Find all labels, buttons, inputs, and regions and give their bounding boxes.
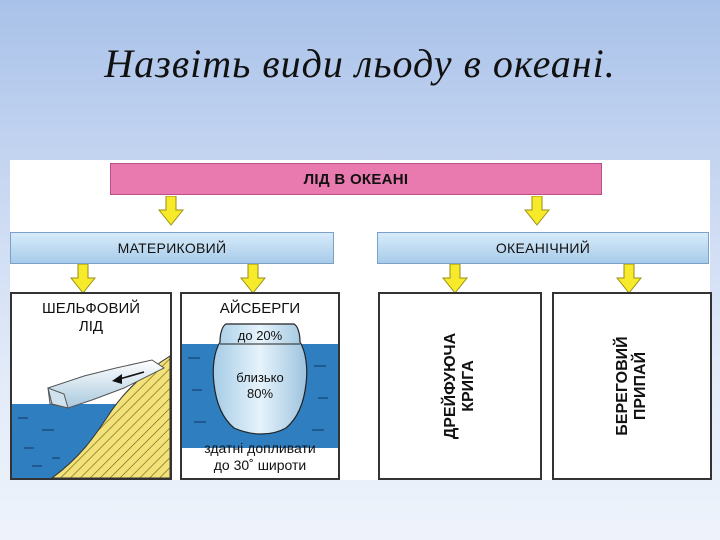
- shelf-ice-illustration: [12, 355, 170, 478]
- arrow-down-icon: [616, 264, 642, 294]
- iceberg-below-water-line1: близько: [236, 370, 284, 385]
- panel-icebergs: АЙСБЕРГИ до 20% близько 80% здатні допли…: [180, 292, 340, 480]
- panel-drifting-ice: ДРЕЙФУЮЧА КРИГА: [378, 292, 542, 480]
- slide-title: Назвіть види льоду в океані.: [104, 41, 616, 86]
- iceberg-caption-line2: до 30˚ широти: [213, 457, 307, 473]
- root-label: ЛІД В ОКЕАНІ: [303, 170, 409, 188]
- drifting-ice-label: ДРЕЙФУЮЧА КРИГА: [442, 333, 478, 439]
- iceberg-above-water-label: до 20%: [237, 328, 283, 343]
- category-bar-oceanic: ОКЕАНІЧНИЙ: [377, 232, 709, 264]
- panel-shelf-ice: ШЕЛЬФОВИЙ ЛІД: [10, 292, 172, 480]
- arrow-down-icon: [158, 196, 184, 226]
- shelf-ice-label-line1: ШЕЛЬФОВИЙ: [41, 300, 141, 317]
- category-bar-continental: МАТЕРИКОВИЙ: [10, 232, 334, 264]
- arrow-down-icon: [240, 264, 266, 294]
- panel-fast-ice: БЕРЕГОВИЙ ПРИПАЙ: [552, 292, 712, 480]
- icebergs-title: АЙСБЕРГИ: [219, 300, 301, 317]
- ice-diagram: ЛІД В ОКЕАНІ МАТЕРИКОВИЙ ОКЕАНІЧНИЙ ШЕЛЬ…: [10, 160, 712, 480]
- iceberg-caption-line1: здатні допливати: [204, 440, 316, 456]
- fast-ice-label-line1: БЕРЕГОВИЙ: [614, 336, 631, 436]
- shelf-ice-label-line2: ЛІД: [78, 318, 104, 335]
- iceberg-illustration: [182, 323, 338, 448]
- arrow-down-icon: [524, 196, 550, 226]
- fast-ice-label: БЕРЕГОВИЙ ПРИПАЙ: [614, 336, 650, 435]
- drifting-ice-label-line2: КРИГА: [460, 360, 477, 412]
- root-bar-ocean-ice: ЛІД В ОКЕАНІ: [110, 163, 602, 195]
- arrow-down-icon: [442, 264, 468, 294]
- category-label-oceanic: ОКЕАНІЧНИЙ: [495, 240, 591, 256]
- category-label-continental: МАТЕРИКОВИЙ: [117, 240, 227, 256]
- arrow-down-icon: [70, 264, 96, 294]
- drifting-ice-label-line1: ДРЕЙФУЮЧА: [442, 332, 459, 440]
- iceberg-below-water-line2: 80%: [246, 386, 274, 401]
- fast-ice-label-line2: ПРИПАЙ: [632, 351, 649, 421]
